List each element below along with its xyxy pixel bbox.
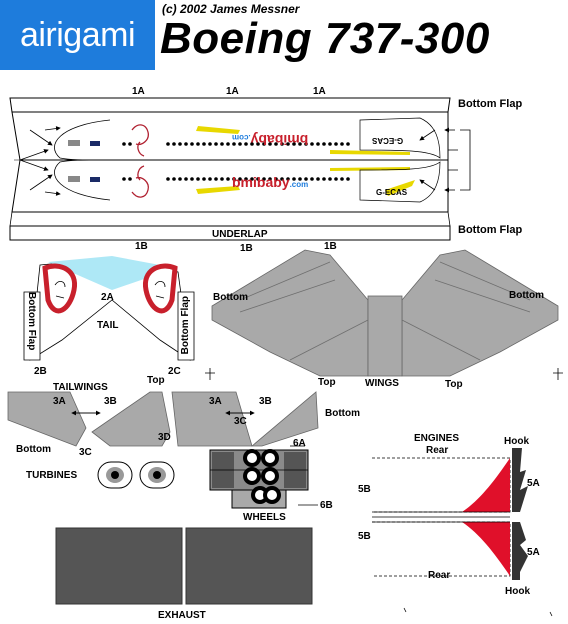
airigami-logo: airigami [0, 0, 155, 70]
tailwings-label: TAILWINGS [53, 382, 108, 393]
fuselage-underlap-label: UNDERLAP [212, 229, 268, 240]
wheels-tab-6b: 6B [320, 500, 333, 511]
tail-tab-2c: 2C [168, 366, 181, 377]
fuselage-bottom-flap-top: Bottom Flap [458, 98, 523, 110]
wheels-piece [209, 445, 318, 509]
turbines-piece [97, 461, 175, 489]
wings-piece [205, 249, 563, 380]
tailwings-tab-3c-left: 3C [79, 447, 92, 458]
registration-mirrored: G-ECAS [372, 136, 404, 145]
tailwings-tab-3a-right: 3A [209, 396, 222, 407]
wings-label: WINGS [365, 378, 399, 389]
wings-bottom-right: Bottom [509, 290, 544, 301]
tailwings-tab-3a-left: 3A [53, 396, 66, 407]
fuselage-tab-1b-center: 1B [240, 243, 253, 254]
fuselage-piece [9, 97, 471, 241]
engines-hook-top: Hook [504, 436, 529, 447]
engines-rear-bottom: Rear [428, 570, 451, 581]
fuselage-tab-1a-center: 1A [226, 86, 239, 97]
tailwings-piece [7, 391, 319, 447]
wings-bottom-left: Bottom [213, 292, 248, 303]
tailwings-tab-3c-right: 3C [234, 416, 247, 427]
tail-piece [23, 256, 195, 361]
wings-top-left: Top [318, 377, 336, 388]
exhaust-piece [55, 527, 313, 605]
tail-bottom-flap-right: Bottom Flap [180, 296, 191, 355]
tailwings-bottom-left: Bottom [16, 444, 51, 455]
fuselage-tab-1a-right: 1A [313, 86, 326, 97]
page-title: Boeing 737-300 [160, 14, 490, 63]
turbines-label: TURBINES [26, 470, 78, 481]
tailwings-tab-3b-left: 3B [104, 396, 117, 407]
wheels-label: WHEELS [243, 512, 286, 523]
livery-bmibaby-mirrored: bmibaby.com [232, 132, 308, 148]
engines-tab-5b-top: 5B [358, 484, 371, 495]
tail-bottom-flap-left: Bottom Flap [26, 292, 37, 351]
livery-bmibaby-text: bmibaby [250, 132, 309, 148]
engines-tab-5b-bottom: 5B [358, 531, 371, 542]
tail-label: TAIL [97, 320, 119, 331]
tailwings-bottom-right: Bottom [325, 408, 360, 419]
fuselage-bottom-flap-bottom: Bottom Flap [458, 224, 523, 236]
engines-label: ENGINES [414, 433, 460, 444]
fuselage-tab-1b-right: 1B [324, 241, 337, 252]
engines-tab-5a-bottom: 5A [527, 547, 540, 558]
livery-bmibaby-text: bmibaby [232, 174, 290, 190]
engines-piece [372, 448, 528, 580]
engines-tab-5a-top: 5A [527, 478, 540, 489]
tailwings-tab-3b-right: 3B [259, 396, 272, 407]
livery-com-text: .com [289, 180, 309, 189]
livery-com-text: .com [232, 133, 251, 142]
exhaust-label: EXHAUST [158, 610, 206, 621]
fuselage-tab-1b-left: 1B [135, 241, 148, 252]
tail-tab-2a: 2A [101, 292, 114, 303]
wheels-tab-6a: 6A [293, 438, 306, 449]
copyright-text: (c) 2002 James Messner [162, 2, 300, 16]
engines-rear-top: Rear [426, 445, 449, 456]
registration: G-ECAS [376, 188, 408, 197]
wings-top-right: Top [445, 379, 463, 390]
tailwings-top-label: Top [147, 375, 165, 386]
tail-tab-2b: 2B [34, 366, 47, 377]
engines-hook-bottom: Hook [505, 586, 530, 597]
fuselage-tab-1a-left: 1A [132, 86, 145, 97]
tailwings-tab-3d: 3D [158, 432, 171, 443]
livery-bmibaby: bmibaby.com [232, 174, 308, 190]
